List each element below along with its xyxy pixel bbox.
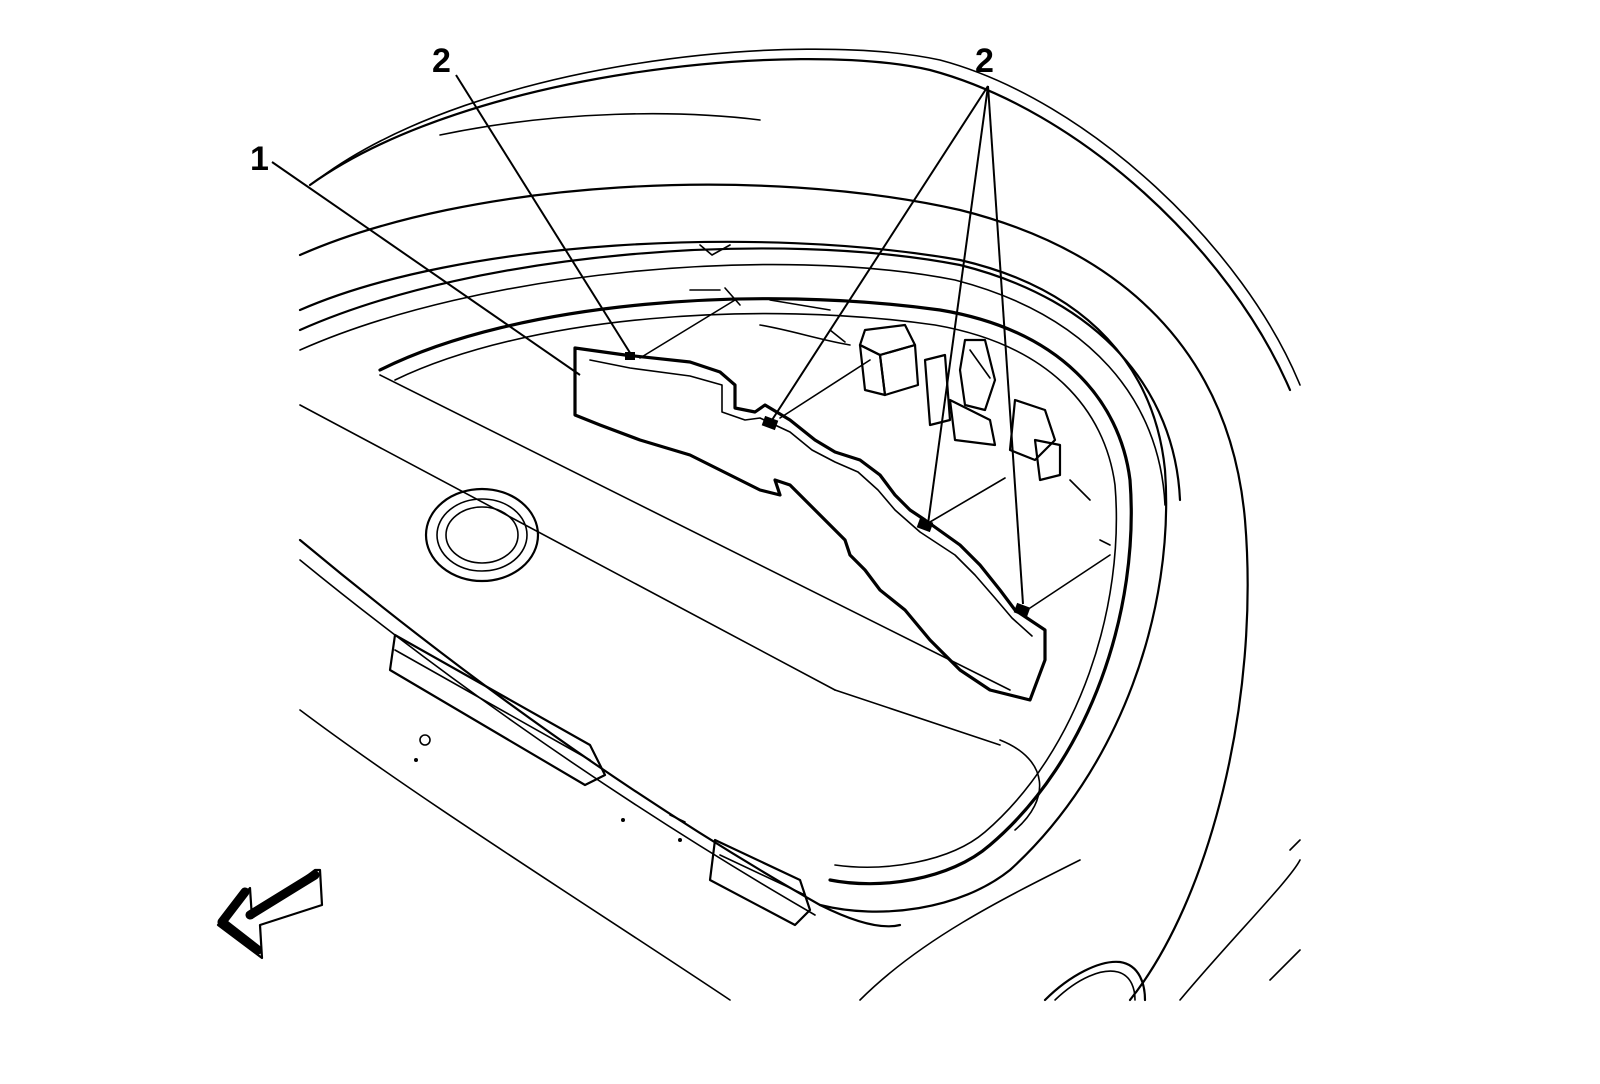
decklid-lower-edge [298, 538, 1081, 1001]
callout-2-left-label: 2 [432, 42, 451, 80]
callout-2-right-label: 2 [975, 42, 994, 80]
callout-leaders [271, 74, 1024, 605]
trunk-opening [298, 240, 1168, 913]
direction-arrow-icon [216, 868, 324, 960]
quarter-panel-edge [1179, 839, 1301, 1001]
drain-grommet [424, 487, 540, 583]
tail-lamp-outline [1043, 949, 1301, 1002]
retainer-alignment-lines [639, 287, 1111, 609]
deflector-panel [573, 346, 1047, 702]
callout-1-label: 1 [250, 140, 269, 178]
latch-components [689, 244, 1111, 546]
rear-body-outline [298, 48, 1301, 1002]
